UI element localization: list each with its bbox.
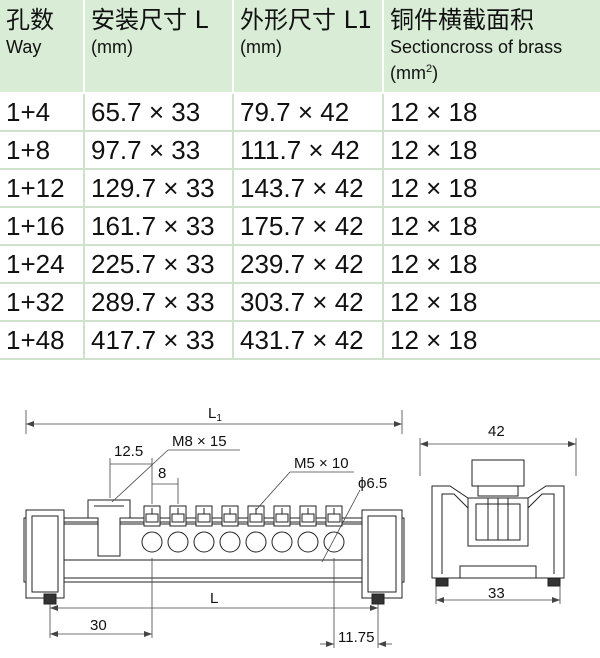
m5-screw-row [141, 505, 345, 553]
cell-way: 1+12 [0, 169, 85, 208]
m5-thread-label: M5 × 10 [294, 455, 349, 472]
m5-screw [245, 505, 267, 553]
cell-way: 1+4 [0, 93, 85, 132]
left-foot [43, 593, 57, 605]
left-end-support-inner [31, 515, 59, 593]
cell-way: 1+48 [0, 321, 85, 360]
m5-screw [167, 505, 189, 553]
table-row: 1+24 225.7 × 33 239.7 × 42 12 × 18 [0, 245, 600, 284]
table-row: 1+8 97.7 × 33 111.7 × 42 12 × 18 [0, 131, 600, 170]
header-outline-size: 外形尺寸 L1 (mm) [233, 0, 384, 94]
header-outline-size-zh: 外形尺寸 L1 [240, 6, 373, 34]
cell-brass-section: 12 × 18 [383, 131, 600, 170]
m5-screw [219, 505, 241, 553]
right-foot [371, 593, 385, 605]
dim-8-label: 8 [158, 465, 166, 482]
cell-brass-section: 12 × 18 [383, 283, 600, 322]
table-row: 1+16 161.7 × 33 175.7 × 42 12 × 18 [0, 207, 600, 246]
table-row: 1+12 129.7 × 33 143.7 × 42 12 × 18 [0, 169, 600, 208]
cell-install-size: 289.7 × 33 [84, 283, 234, 322]
cell-way: 1+8 [0, 131, 85, 170]
header-way-en: Way [6, 37, 42, 57]
table-row: 1+4 65.7 × 33 79.7 × 42 12 × 18 [0, 93, 600, 132]
cell-way: 1+32 [0, 283, 85, 322]
m5-screw [193, 505, 215, 553]
cell-brass-section: 12 × 18 [383, 169, 600, 208]
right-end-support-inner [367, 515, 397, 593]
table-row: 1+32 289.7 × 33 303.7 × 42 12 × 18 [0, 283, 600, 322]
dim-12-5-label: 12.5 [114, 443, 143, 460]
header-way: 孔数 Way [0, 0, 85, 94]
header-brass-section-unit: (mm2) [390, 63, 439, 83]
cell-outline-size: 111.7 × 42 [233, 131, 384, 170]
cell-outline-size: 175.7 × 42 [233, 207, 384, 246]
cell-outline-size: 431.7 × 42 [233, 321, 384, 360]
m5-screw [297, 505, 319, 553]
header-way-zh: 孔数 [6, 6, 54, 34]
header-brass-section-zh: 铜件横截面积 [390, 6, 534, 34]
technical-drawing: L1 12.5 [23, 405, 577, 648]
cell-brass-section: 12 × 18 [383, 207, 600, 246]
cell-install-size: 65.7 × 33 [84, 93, 234, 132]
dim-30-label: 30 [90, 617, 107, 634]
cell-install-size: 161.7 × 33 [84, 207, 234, 246]
cell-install-size: 97.7 × 33 [84, 131, 234, 170]
cell-outline-size: 239.7 × 42 [233, 245, 384, 284]
spec-table: 孔数 Way 安装尺寸 L (mm) 外形尺寸 L1 (mm) 铜件横截面积 S… [0, 0, 600, 360]
cell-install-size: 417.7 × 33 [84, 321, 234, 360]
header-brass-section: 铜件横截面积 Sectioncross of brass (mm2) [383, 0, 600, 94]
cell-brass-section: 12 × 18 [383, 321, 600, 360]
m5-screw [323, 505, 345, 553]
m5-screw [141, 505, 163, 553]
header-brass-section-en: Sectioncross of brass [390, 37, 563, 57]
header-install-size-zh: 安装尺寸 L [91, 6, 208, 34]
l1-label: L1 [208, 405, 222, 424]
m8-thread-label: M8 × 15 [172, 433, 227, 450]
dim-11-75-label: 11.75 [338, 629, 374, 646]
header-outline-size-en: (mm) [240, 37, 282, 57]
side-view: 42 33 [419, 423, 577, 604]
table-row: 1+48 417.7 × 33 431.7 × 42 12 × 18 [0, 321, 600, 360]
table-header-row: 孔数 Way 安装尺寸 L (mm) 外形尺寸 L1 (mm) 铜件横截面积 S… [0, 0, 600, 94]
cell-outline-size: 143.7 × 42 [233, 169, 384, 208]
side-screw-cap [471, 459, 525, 487]
cell-brass-section: 12 × 18 [383, 93, 600, 132]
cell-install-size: 129.7 × 33 [84, 169, 234, 208]
cell-brass-section: 12 × 18 [383, 245, 600, 284]
m5-screw [271, 505, 293, 553]
cell-install-size: 225.7 × 33 [84, 245, 234, 284]
phi-hole-label: ϕ6.5 [358, 475, 387, 492]
cell-way: 1+16 [0, 207, 85, 246]
front-view: L1 12.5 [23, 405, 405, 648]
m8-terminal-screw [87, 499, 131, 557]
dim-33-label: 33 [488, 585, 505, 602]
cell-way: 1+24 [0, 245, 85, 284]
l-label: L [210, 590, 218, 607]
header-install-size: 安装尺寸 L (mm) [84, 0, 234, 94]
header-install-size-en: (mm) [91, 37, 133, 57]
dim-42-label: 42 [488, 423, 505, 440]
cell-outline-size: 303.7 × 42 [233, 283, 384, 322]
cell-outline-size: 79.7 × 42 [233, 93, 384, 132]
